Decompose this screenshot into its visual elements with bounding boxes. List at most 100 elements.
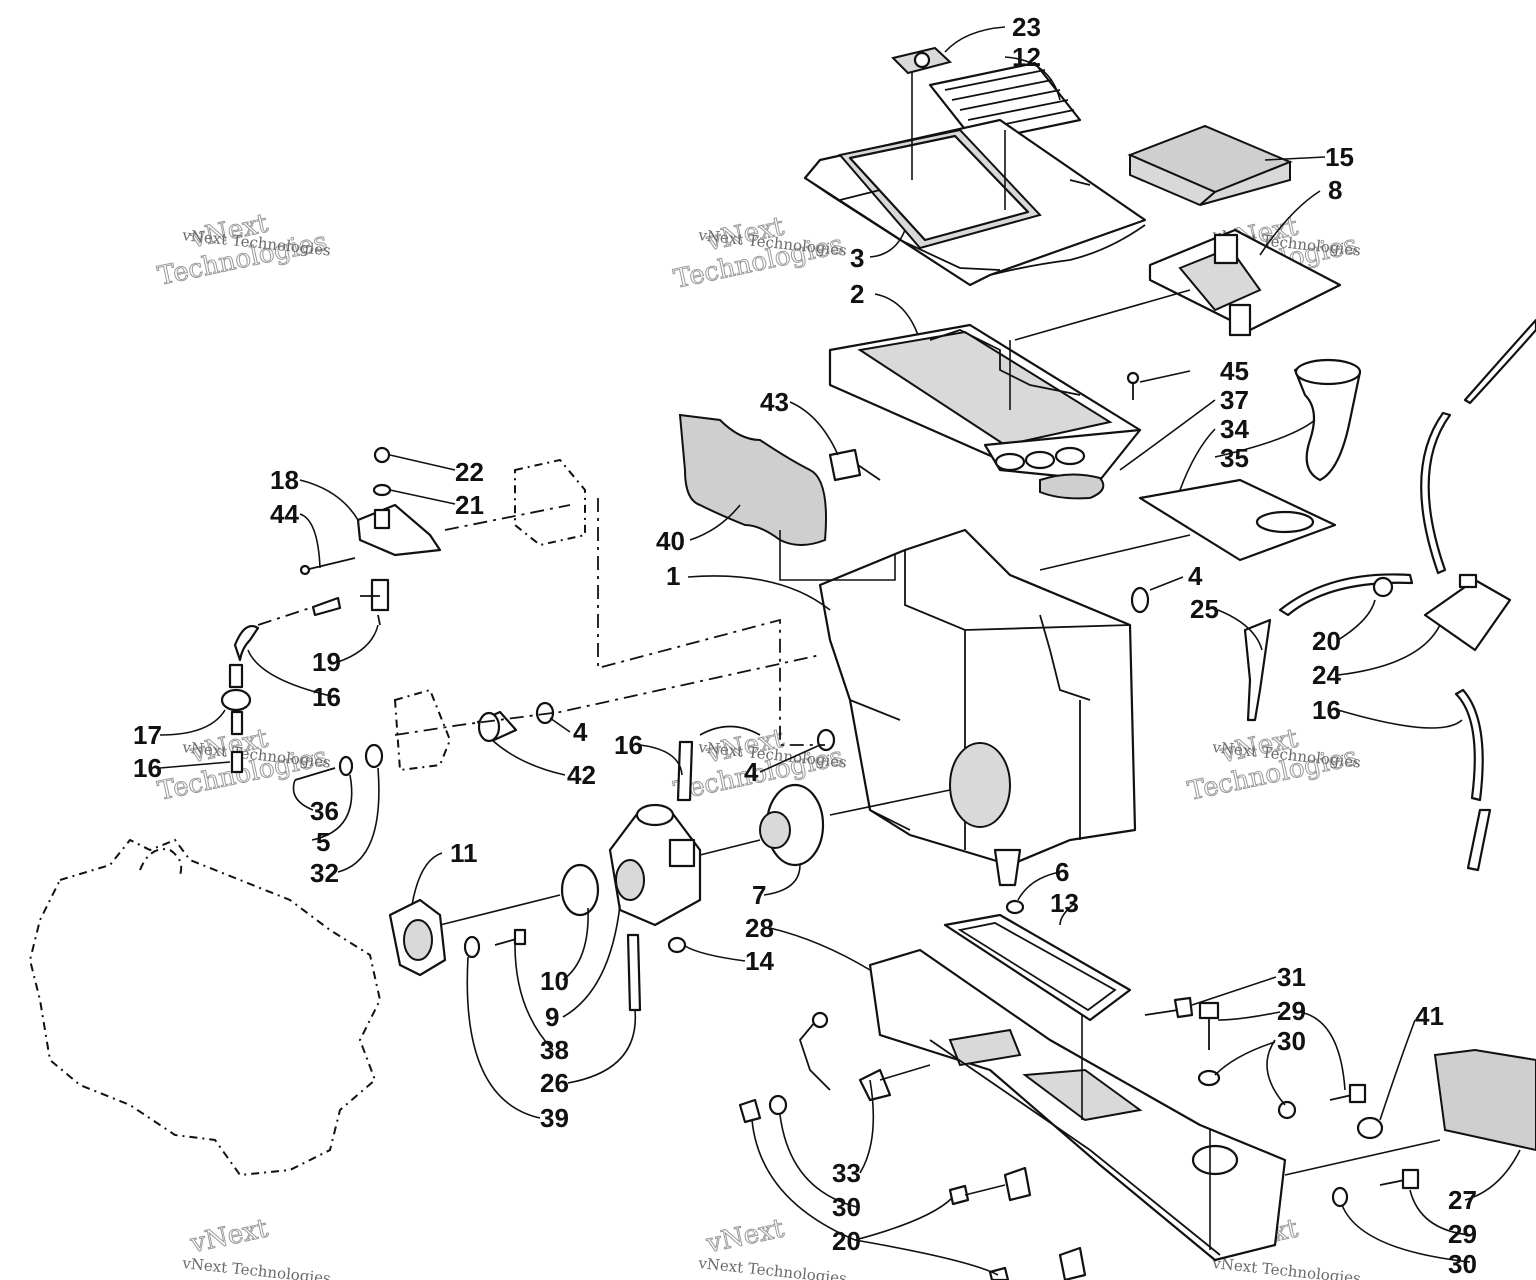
part-hose-far-right [1463, 318, 1536, 405]
callout-40: 40 [656, 526, 685, 556]
part-30-washer-mid [1277, 1100, 1297, 1120]
callout-18: 18 [270, 465, 299, 495]
part-44-screw [299, 557, 356, 576]
callout-39: 39 [540, 1103, 569, 1133]
callout-26: 26 [540, 1068, 569, 1098]
callout-38: 38 [540, 1035, 569, 1065]
watermark-small: vNext Technologies [1211, 1254, 1362, 1280]
callout-13: 13 [1050, 888, 1079, 918]
part-29-bolt-upper [1198, 1001, 1220, 1050]
part-hose-vertical-right [1420, 411, 1452, 575]
callout-44: 44 [270, 499, 299, 529]
callout-24: 24 [1312, 660, 1341, 690]
part-4-grommet-right [1130, 586, 1150, 614]
part-30-washer-bottom [1331, 1186, 1349, 1208]
callout-3: 3 [850, 243, 864, 273]
callout-20: 20 [1312, 626, 1341, 656]
callout-22: 22 [455, 457, 484, 487]
callout-29: 29 [1448, 1219, 1477, 1249]
part-19-valve [360, 578, 390, 626]
part-35-elbow [1293, 358, 1362, 482]
callout-35: 35 [1220, 443, 1249, 473]
callout-31: 31 [1277, 962, 1306, 992]
part-41-cap [1356, 1116, 1384, 1140]
callout-12: 12 [1012, 42, 1041, 72]
part-7-boot [759, 783, 825, 867]
callout-16: 16 [312, 682, 341, 712]
callout-33: 33 [832, 1158, 861, 1188]
callout-16: 16 [1312, 695, 1341, 725]
callout-41: 41 [1415, 1001, 1444, 1031]
part-4-grommet-mid [816, 728, 836, 752]
part-20-nut-left [738, 1098, 762, 1124]
part-6-drain [1005, 899, 1025, 915]
part-16-hose-carb [676, 740, 694, 802]
callout-4: 4 [573, 717, 588, 747]
part-30-washer-left [768, 1094, 788, 1116]
part-9-carburetor [608, 803, 702, 927]
part-33-rod [798, 1011, 831, 1091]
callout-2: 2 [850, 279, 864, 309]
part-mount-plate-lowest [1058, 1246, 1087, 1280]
part-36-screw [294, 767, 336, 781]
callout-20: 20 [832, 1226, 861, 1256]
part-12-filter-screen [928, 61, 1082, 144]
part-43-grommet [828, 448, 881, 482]
part-hose-lower-right [1466, 808, 1492, 872]
part-5-lockwasher [338, 755, 354, 777]
callout-5: 5 [316, 827, 330, 857]
callout-34: 34 [1220, 414, 1249, 444]
part-mount-plate-left [858, 1068, 892, 1102]
part-28-silencer [868, 948, 1287, 1262]
callout-9: 9 [545, 1002, 559, 1032]
part-24-pump [1423, 573, 1512, 652]
part-18-bracket [356, 503, 442, 557]
watermark-small: vNext Technologies [697, 1254, 848, 1280]
callout-25: 25 [1190, 594, 1219, 624]
part-hose-curved [699, 725, 761, 736]
part-25-hose [1243, 618, 1272, 722]
callout-11: 11 [450, 838, 478, 868]
part-16-hose-segment [311, 596, 342, 617]
callouts: 23 12 15 8 3 2 45 37 34 35 43 22 21 18 4… [133, 12, 1477, 1279]
callout-28: 28 [745, 913, 774, 943]
callout-7: 7 [752, 880, 766, 910]
callout-32: 32 [310, 858, 339, 888]
callout-27: 27 [1448, 1185, 1477, 1215]
part-30-washer-upper [1197, 1069, 1221, 1087]
part-16-hose-right [1454, 688, 1484, 802]
part-1-airbox [818, 528, 1137, 887]
callout-37: 37 [1220, 385, 1249, 415]
part-16-hose-lower [230, 750, 244, 774]
part-22-nut [373, 446, 391, 464]
callout-1: 1 [666, 561, 680, 591]
engine-outline [28, 838, 382, 1177]
callout-16: 16 [614, 730, 643, 760]
watermark-small: vNext Technologies [181, 1254, 332, 1280]
part-20-nut-bottom [948, 1184, 970, 1206]
part-hose-upper-right [1278, 573, 1414, 617]
part-29-bolt-mid [1329, 1083, 1367, 1104]
part-29-bolt-bottom [1379, 1168, 1420, 1190]
callout-30: 30 [1277, 1026, 1306, 1056]
callout-10: 10 [540, 966, 569, 996]
part-31-bolt [1144, 996, 1194, 1019]
part-nut-lowest [988, 1266, 1010, 1280]
callout-45: 45 [1220, 356, 1249, 386]
part-4-grommet-small [535, 701, 555, 725]
part-16-hose-upper [233, 624, 260, 662]
mount-outline-dashed [514, 458, 586, 547]
part-14-clip [667, 936, 687, 954]
part-39-washer [463, 935, 481, 959]
leader-lines [159, 26, 1521, 1276]
callout-6: 6 [1055, 857, 1069, 887]
callout-4: 4 [744, 757, 759, 787]
part-34-plate [1138, 478, 1337, 562]
callout-29: 29 [1277, 996, 1306, 1026]
bracket-outline-dashed [393, 688, 452, 772]
part-42-spacer [476, 710, 518, 743]
engine-detail [139, 848, 183, 876]
callout-30: 30 [1448, 1249, 1477, 1279]
callout-42: 42 [567, 760, 596, 790]
